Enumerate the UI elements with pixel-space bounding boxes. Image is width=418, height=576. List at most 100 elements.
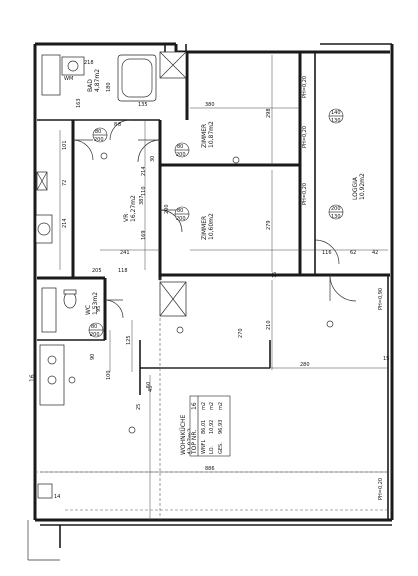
svg-text:LO.: LO.	[209, 446, 215, 454]
svg-text:72: 72	[62, 180, 68, 186]
svg-text:241: 241	[120, 250, 130, 256]
svg-text:80: 80	[91, 324, 97, 330]
svg-text:214: 214	[141, 166, 147, 176]
svg-text:200: 200	[331, 206, 341, 212]
svg-text:4,87m2: 4,87m2	[94, 69, 101, 92]
window-tag-2: 200 130	[328, 204, 344, 220]
svg-text:m2: m2	[201, 402, 207, 410]
svg-text:118: 118	[118, 268, 128, 274]
room-label-wc: WC 1,53m2	[85, 292, 99, 315]
room-label-zimmer-2: ZIMMER 10,60m2	[201, 213, 215, 240]
svg-text:10,92m2: 10,92m2	[359, 173, 366, 200]
door-tag-zimmer-2: 80 200	[174, 206, 190, 222]
svg-text:m2: m2	[218, 402, 224, 410]
dimension-lines	[35, 55, 392, 520]
doors	[72, 119, 357, 319]
room-label-vr: VR 16,27m2	[123, 195, 137, 222]
outer-walls	[27, 42, 394, 561]
fixture-labels: WM 218 8	[64, 60, 117, 128]
svg-text:125: 125	[126, 335, 132, 345]
svg-text:130: 130	[331, 118, 341, 124]
svg-text:45: 45	[148, 386, 154, 392]
svg-text:PH=0,20: PH=0,20	[378, 478, 384, 500]
svg-text:96,93: 96,93	[218, 420, 224, 434]
svg-text:WM: WM	[64, 76, 73, 82]
svg-text:VR: VR	[123, 214, 130, 222]
svg-text:42: 42	[372, 250, 378, 256]
svg-text:GES.: GES.	[218, 442, 224, 454]
door-tag-wc: 80 200	[88, 322, 104, 338]
svg-text:298: 298	[266, 108, 272, 118]
svg-text:205: 205	[92, 268, 102, 274]
svg-text:200: 200	[176, 152, 186, 158]
svg-text:135: 135	[138, 102, 148, 108]
svg-text:15: 15	[272, 272, 278, 278]
svg-text:PH=0,90: PH=0,90	[378, 288, 384, 310]
svg-text:163: 163	[76, 98, 82, 108]
room-label-loggia: LOGGIA 10,92m2	[352, 173, 366, 200]
svg-text:PH=0,20: PH=0,20	[302, 183, 308, 205]
svg-text:10,92: 10,92	[209, 420, 215, 434]
svg-text:1,53m2: 1,53m2	[92, 292, 99, 315]
svg-text:WC: WC	[85, 305, 92, 315]
svg-text:8: 8	[114, 122, 117, 128]
svg-text:16: 16	[191, 402, 198, 410]
light-symbols	[68, 152, 334, 434]
svg-text:200: 200	[176, 216, 186, 222]
svg-text:387: 387	[139, 195, 145, 205]
svg-text:270: 270	[238, 328, 244, 338]
svg-text:110: 110	[141, 186, 147, 196]
svg-text:280: 280	[300, 362, 310, 368]
svg-text:10,87m2: 10,87m2	[208, 121, 215, 148]
svg-text:50: 50	[146, 382, 152, 388]
svg-text:218: 218	[84, 60, 94, 66]
svg-text:116: 116	[322, 250, 332, 256]
svg-text:15: 15	[383, 356, 389, 362]
svg-text:100: 100	[106, 370, 112, 380]
door-tag-bad: 80 200	[92, 127, 108, 143]
svg-text:80: 80	[95, 129, 101, 135]
fixtures	[35, 54, 157, 499]
svg-text:200: 200	[90, 332, 100, 338]
svg-text:140: 140	[331, 110, 341, 116]
svg-text:LOGGIA: LOGGIA	[352, 176, 359, 200]
svg-text:PH=0,20: PH=0,20	[302, 76, 308, 98]
svg-text:180: 180	[106, 82, 112, 92]
svg-text:14: 14	[54, 494, 60, 500]
svg-text:8: 8	[118, 122, 121, 128]
svg-text:80: 80	[177, 208, 183, 214]
svg-text:10,60m2: 10,60m2	[208, 213, 215, 240]
svg-text:WNFL: WNFL	[201, 439, 207, 454]
window-tag-1: 140 130	[328, 108, 344, 124]
svg-text:62: 62	[350, 250, 356, 256]
level-markers: PH=0,20 PH=0,20 PH=0,20 PH=0,90 PH=0,20	[302, 76, 384, 500]
svg-text:169: 169	[141, 230, 147, 240]
svg-text:279: 279	[266, 220, 272, 230]
room-label-zimmer-1: ZIMMER 10,87m2	[201, 121, 215, 148]
svg-text:PH=0,20: PH=0,20	[302, 126, 308, 148]
svg-text:ZIMMER: ZIMMER	[201, 124, 208, 148]
svg-text:TOP NR.: TOP NR.	[191, 430, 198, 455]
door-tag-zimmer-1: 80 200	[174, 142, 190, 158]
svg-text:86,01: 86,01	[201, 420, 207, 434]
svg-text:30: 30	[150, 156, 156, 162]
svg-text:200: 200	[94, 137, 104, 143]
svg-text:90: 90	[90, 354, 96, 360]
svg-text:25: 25	[136, 404, 142, 410]
svg-text:m2: m2	[209, 402, 215, 410]
svg-text:80: 80	[177, 144, 183, 150]
svg-text:BAD: BAD	[87, 79, 94, 92]
svg-text:214: 214	[62, 218, 68, 228]
svg-text:95: 95	[96, 306, 102, 312]
room-label-bad: BAD 4,87m2	[87, 69, 101, 92]
svg-text:210: 210	[266, 320, 272, 330]
svg-text:130: 130	[331, 214, 341, 220]
area-summary: TOP NR. 16 WNFL 86,01 m2 LO. 10,92 m2 GE…	[189, 395, 231, 457]
svg-text:101: 101	[62, 140, 68, 150]
svg-text:ZIMMER: ZIMMER	[201, 216, 208, 240]
interior-walls	[36, 51, 390, 520]
svg-text:WOHNKÜCHE: WOHNKÜCHE	[180, 414, 187, 455]
svg-text:16,27m2: 16,27m2	[130, 195, 137, 222]
svg-text:886: 886	[205, 466, 215, 472]
